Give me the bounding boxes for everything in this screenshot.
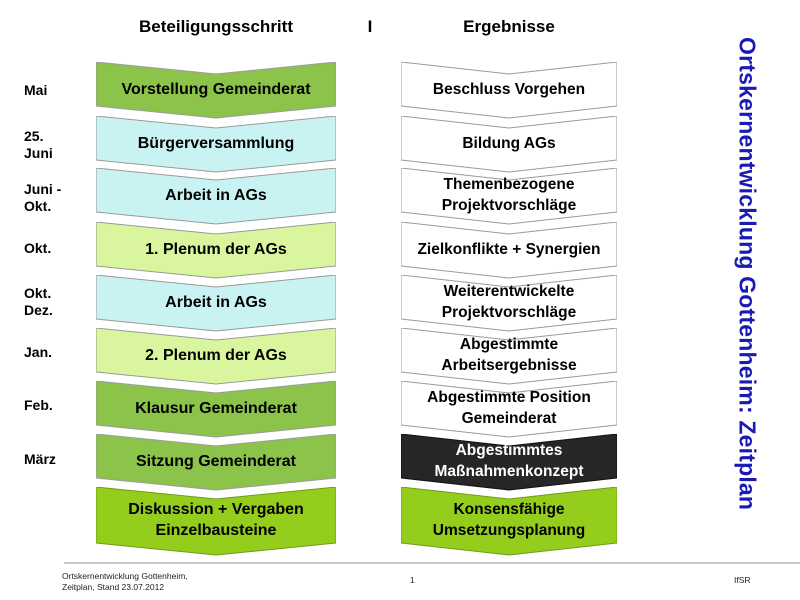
step-8-label: Sitzung Gemeinderat	[135, 452, 297, 470]
step-9-label: Diskussion + Vergaben Einzelbausteine	[128, 501, 304, 539]
result-2-label: Bildung AGs	[462, 134, 556, 152]
result-5-fill	[401, 275, 617, 332]
step-7-fill	[96, 381, 336, 438]
date-label-3: Juni - Okt.	[24, 181, 62, 214]
step-4-label: 1. Plenum der AGs	[145, 240, 287, 258]
result-9-fill	[401, 487, 617, 556]
step-8-shape	[96, 434, 336, 491]
result-6: Abgestimmte Arbeitsergebnisse	[401, 328, 617, 385]
step-3-label: Arbeit in AGs	[165, 186, 267, 204]
date-label-1: Mai	[24, 82, 48, 98]
date-label-7: Feb.	[24, 397, 53, 413]
step-6: 2. Plenum der AGs	[96, 328, 336, 385]
result-7-label: Abgestimmte Position Gemeinderat	[427, 389, 591, 427]
header-steps: Beteiligungsschritt	[139, 17, 293, 36]
step-5: Arbeit in AGs	[96, 275, 336, 332]
step-9-fill	[96, 487, 336, 556]
result-5-shape	[401, 275, 617, 332]
step-1-fill	[96, 62, 336, 119]
step-2-fill	[96, 116, 336, 173]
result-4-label: Zielkonflikte + Synergien	[417, 240, 601, 258]
result-2-fill	[401, 116, 617, 173]
result-3-label: Themenbezogene Projektvorschläge	[441, 176, 577, 214]
result-4-fill	[401, 222, 617, 279]
step-9: Diskussion + Vergaben Einzelbausteine	[96, 487, 336, 556]
result-3-fill	[401, 168, 617, 225]
step-1-shape	[96, 62, 336, 119]
result-1-label: Beschluss Vorgehen	[432, 80, 586, 98]
result-8-label: Abgestimmtes Maßnahmenkonzept	[434, 442, 584, 480]
step-1-label: Vorstellung Gemeinderat	[121, 80, 311, 98]
step-9-shape	[96, 487, 336, 556]
result-8-shape	[401, 434, 617, 491]
result-7: Abgestimmte Position Gemeinderat	[401, 381, 617, 438]
footer-left: Ortskernentwicklung Gottenheim, Zeitplan…	[62, 571, 262, 593]
result-4: Zielkonflikte + Synergien	[401, 222, 617, 279]
step-1: Vorstellung Gemeinderat	[96, 62, 336, 119]
result-8: Abgestimmtes Maßnahmenkonzept	[401, 434, 617, 491]
header-separator: I	[367, 17, 373, 36]
date-label-5: Okt. Dez.	[24, 285, 53, 318]
result-6-fill	[401, 328, 617, 385]
step-2-shape	[96, 116, 336, 173]
result-4-shape	[401, 222, 617, 279]
date-label-4: Okt.	[24, 240, 52, 256]
step-3-shape	[96, 168, 336, 225]
step-8-fill	[96, 434, 336, 491]
result-3-shape	[401, 168, 617, 225]
result-9-shape	[401, 487, 617, 556]
result-9: Konsensfähige Umsetzungsplanung	[401, 487, 617, 556]
result-7-fill	[401, 381, 617, 438]
step-6-fill	[96, 328, 336, 385]
result-6-shape	[401, 328, 617, 385]
result-1-shape	[401, 62, 617, 119]
step-5-fill	[96, 275, 336, 332]
result-1-fill	[401, 62, 617, 119]
title-text: Ortskernentwicklung Gottenheim: Zeitplan	[734, 37, 761, 511]
result-3: Themenbezogene Projektvorschläge	[401, 168, 617, 225]
header-results: Ergebnisse	[463, 17, 555, 36]
result-6-label: Abgestimmte Arbeitsergebnisse	[441, 336, 577, 374]
step-2: Bürgerversammlung	[96, 116, 336, 173]
result-5-label: Weiterentwickelte Projektvorschläge	[441, 283, 577, 321]
step-4: 1. Plenum der AGs	[96, 222, 336, 279]
result-1: Beschluss Vorgehen	[401, 62, 617, 119]
result-9-label: Konsensfähige Umsetzungsplanung	[432, 501, 586, 539]
step-4-fill	[96, 222, 336, 279]
step-7: Klausur Gemeinderat	[96, 381, 336, 438]
footer-right: IfSR	[734, 575, 751, 585]
result-7-shape	[401, 381, 617, 438]
date-label-2: 25. Juni	[24, 128, 53, 161]
step-8: Sitzung Gemeinderat	[96, 434, 336, 491]
step-4-shape	[96, 222, 336, 279]
step-3: Arbeit in AGs	[96, 168, 336, 225]
footer-page-number: 1	[410, 575, 415, 585]
footer-divider	[64, 562, 800, 564]
step-7-label: Klausur Gemeinderat	[135, 399, 297, 417]
date-label-8: März	[24, 451, 56, 467]
step-6-shape	[96, 328, 336, 385]
vertical-title: Ortskernentwicklung Gottenheim: Zeitplan	[729, 8, 765, 540]
step-5-label: Arbeit in AGs	[165, 293, 267, 311]
step-7-shape	[96, 381, 336, 438]
step-6-label: 2. Plenum der AGs	[145, 346, 287, 364]
result-2-shape	[401, 116, 617, 173]
result-2: Bildung AGs	[401, 116, 617, 173]
step-3-fill	[96, 168, 336, 225]
footer-left-text: Ortskernentwicklung Gottenheim, Zeitplan…	[62, 571, 188, 592]
result-5: Weiterentwickelte Projektvorschläge	[401, 275, 617, 332]
date-label-6: Jan.	[24, 344, 53, 360]
step-2-label: Bürgerversammlung	[137, 134, 295, 152]
result-8-fill	[401, 434, 617, 491]
step-5-shape	[96, 275, 336, 332]
